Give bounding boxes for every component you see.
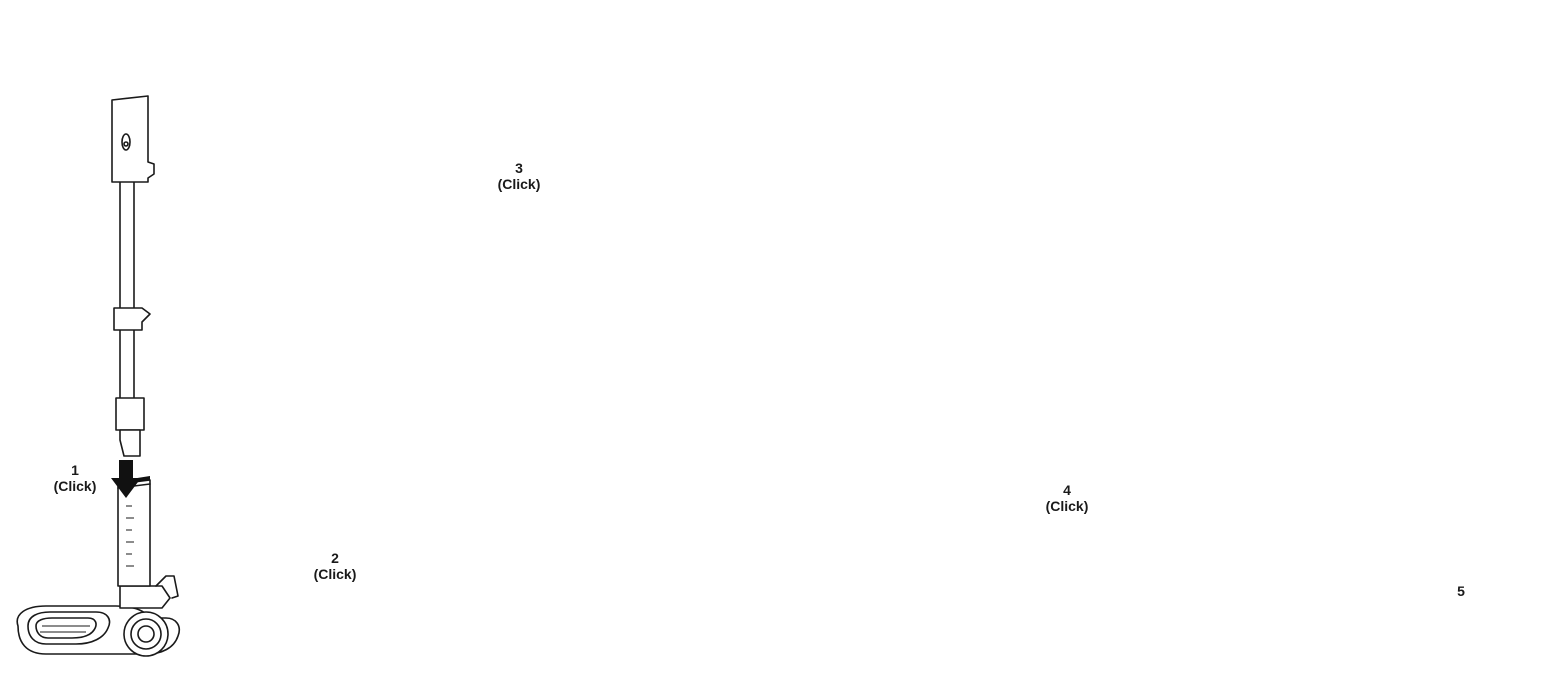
- step-3-number: 3: [515, 160, 523, 176]
- step-4-action: (Click): [1045, 498, 1089, 514]
- floor-nozzle: [16, 475, 181, 657]
- step-1-illustration: [16, 95, 181, 657]
- step-5-number: 5: [1457, 583, 1465, 599]
- step-1-action: (Click): [53, 478, 97, 494]
- step-2-label: 2 (Click): [300, 550, 370, 582]
- step-4-label: 4 (Click): [1032, 482, 1102, 514]
- step-5-label: 5: [1426, 583, 1496, 599]
- step-3-action: (Click): [497, 176, 541, 192]
- step-1-label: 1 (Click): [40, 462, 110, 494]
- step-2-number: 2: [331, 550, 339, 566]
- step-4-number: 4: [1063, 482, 1071, 498]
- step-1-number: 1: [71, 462, 79, 478]
- step-3-label: 3 (Click): [484, 160, 554, 192]
- step-2-action: (Click): [313, 566, 357, 582]
- wand-part: [111, 95, 155, 457]
